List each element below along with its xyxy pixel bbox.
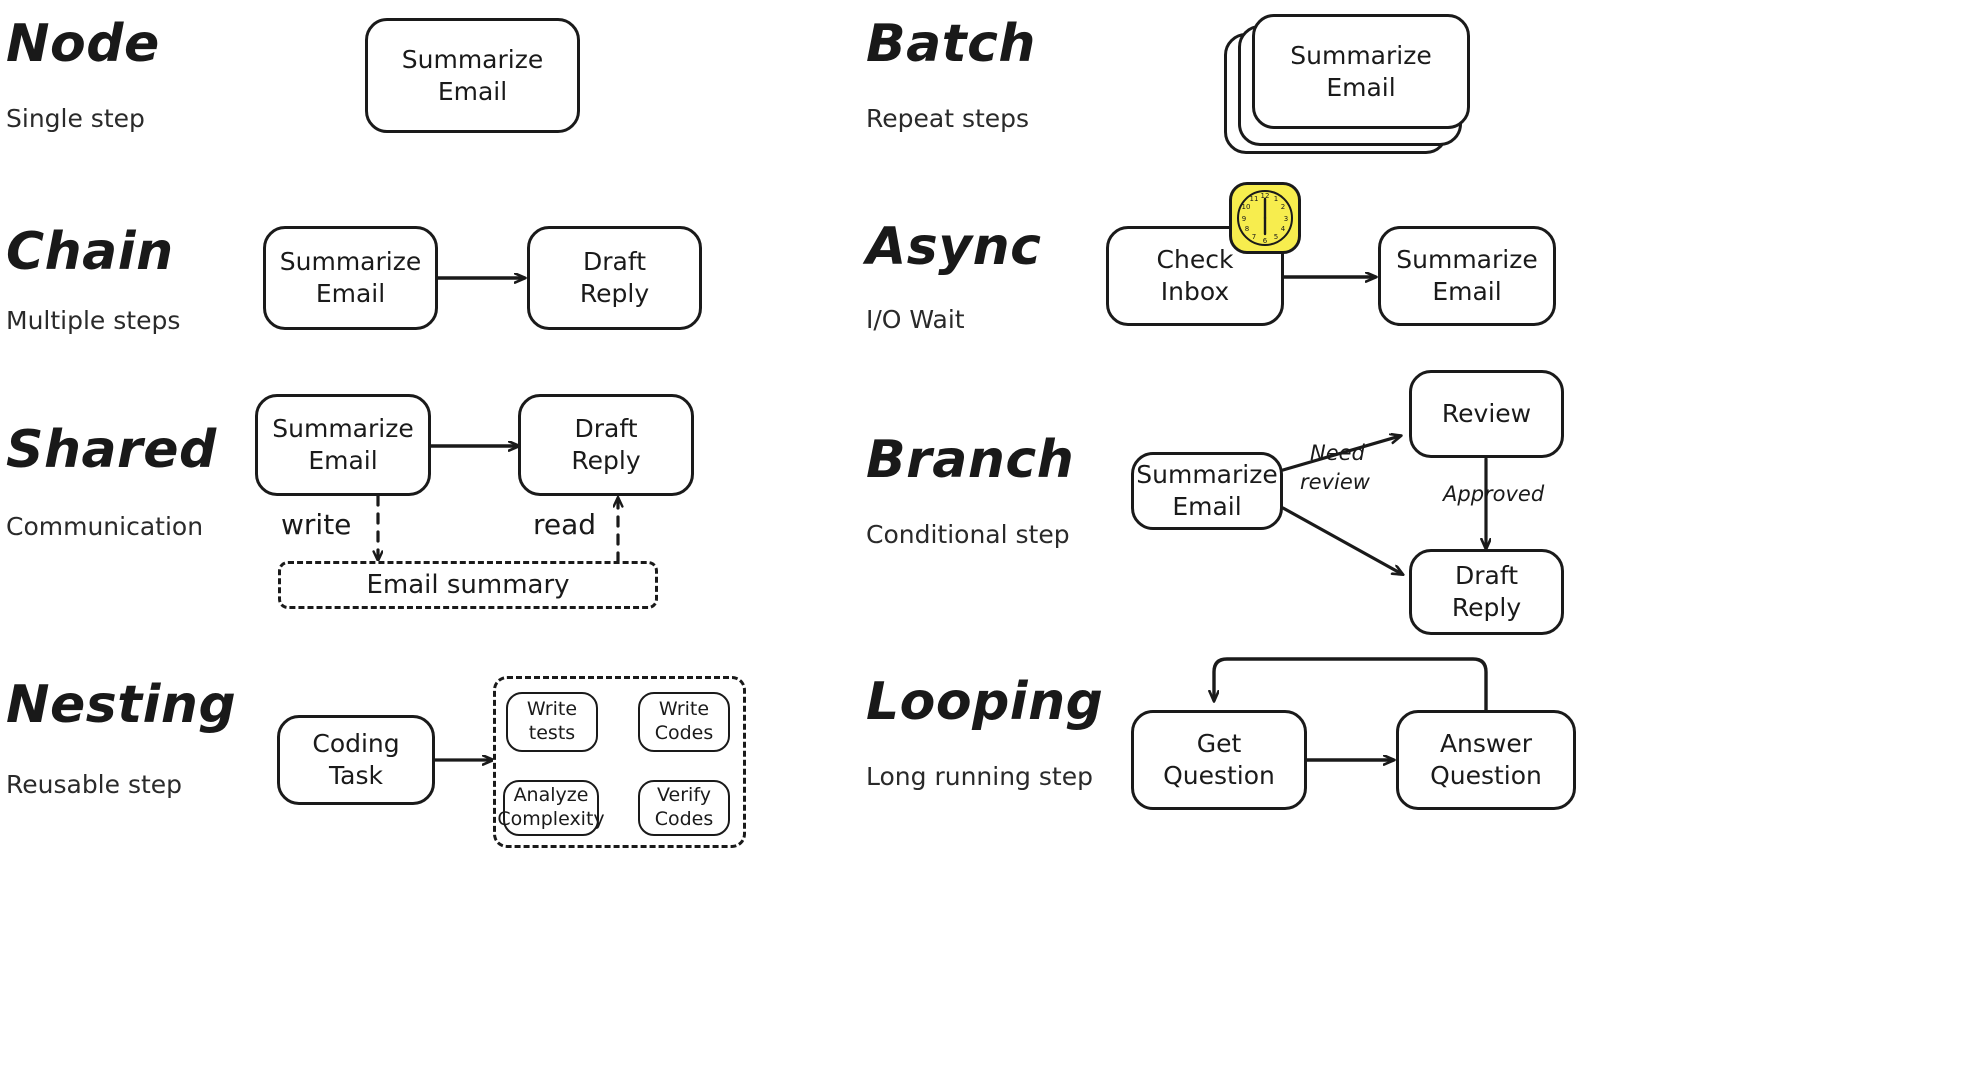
shared-node-draft-reply[interactable]: Draft Reply: [518, 394, 694, 496]
svg-text:2: 2: [1281, 203, 1285, 211]
branch-edge-label-review: review: [1300, 470, 1370, 494]
nesting-node-write-tests[interactable]: Write tests: [506, 692, 598, 752]
async-node-summarize-email[interactable]: Summarize Email: [1378, 226, 1556, 326]
nesting-node-verify-codes[interactable]: Verify Codes: [638, 780, 730, 836]
chain-node-summarize-email[interactable]: Summarize Email: [263, 226, 438, 330]
branch-node-summarize-email[interactable]: Summarize Email: [1131, 452, 1283, 530]
section-subtitle-nesting: Reusable step: [6, 770, 183, 799]
section-title-batch: Batch: [866, 14, 1036, 74]
section-subtitle-chain: Multiple steps: [6, 306, 181, 335]
svg-text:3: 3: [1284, 215, 1288, 223]
section-title-looping: Looping: [866, 672, 1104, 732]
nesting-node-write-codes[interactable]: Write Codes: [638, 692, 730, 752]
shared-store-email-summary: Email summary: [278, 561, 658, 609]
branch-node-review[interactable]: Review: [1409, 370, 1564, 458]
svg-text:8: 8: [1245, 225, 1249, 233]
section-subtitle-node: Single step: [6, 104, 145, 133]
section-subtitle-looping: Long running step: [866, 762, 1093, 791]
shared-node-summarize-email[interactable]: Summarize Email: [255, 394, 431, 496]
section-title-chain: Chain: [6, 222, 174, 282]
svg-text:5: 5: [1274, 233, 1278, 241]
section-title-async: Async: [866, 217, 1042, 277]
section-subtitle-batch: Repeat steps: [866, 104, 1030, 133]
branch-node-draft-reply[interactable]: Draft Reply: [1409, 549, 1564, 635]
svg-text:7: 7: [1252, 233, 1256, 241]
edge-branch-need-review: [1281, 436, 1400, 472]
svg-text:11: 11: [1250, 195, 1259, 203]
section-title-node: Node: [6, 14, 160, 74]
svg-text:4: 4: [1281, 225, 1286, 233]
svg-text:9: 9: [1242, 215, 1246, 223]
chain-node-draft-reply[interactable]: Draft Reply: [527, 226, 702, 330]
section-title-shared: Shared: [6, 420, 217, 480]
svg-text:10: 10: [1242, 203, 1251, 211]
svg-text:1: 1: [1274, 195, 1278, 203]
svg-text:6: 6: [1263, 237, 1268, 245]
section-subtitle-branch: Conditional step: [866, 520, 1070, 549]
section-title-nesting: Nesting: [6, 675, 237, 735]
edge-looping-back: [1214, 657, 1488, 715]
nesting-node-analyze-complexity[interactable]: Analyze Complexity: [497, 780, 605, 836]
looping-node-get-question[interactable]: Get Question: [1131, 710, 1307, 810]
node-summarize-email[interactable]: Summarize Email: [365, 18, 580, 133]
shared-label-read: read: [533, 508, 597, 541]
looping-node-answer-question[interactable]: Answer Question: [1396, 710, 1576, 810]
branch-edge-label-approved: Approved: [1443, 482, 1545, 506]
section-subtitle-async: I/O Wait: [866, 305, 965, 334]
section-title-branch: Branch: [866, 430, 1075, 490]
section-subtitle-shared: Communication: [6, 512, 204, 541]
shared-label-write: write: [281, 508, 352, 541]
edge-branch-direct: [1281, 506, 1402, 574]
batch-node-summarize-email[interactable]: Summarize Email: [1252, 14, 1470, 129]
svg-text:12: 12: [1261, 192, 1270, 200]
nesting-node-coding-task[interactable]: Coding Task: [277, 715, 435, 805]
branch-edge-label-need: Need: [1310, 441, 1365, 465]
